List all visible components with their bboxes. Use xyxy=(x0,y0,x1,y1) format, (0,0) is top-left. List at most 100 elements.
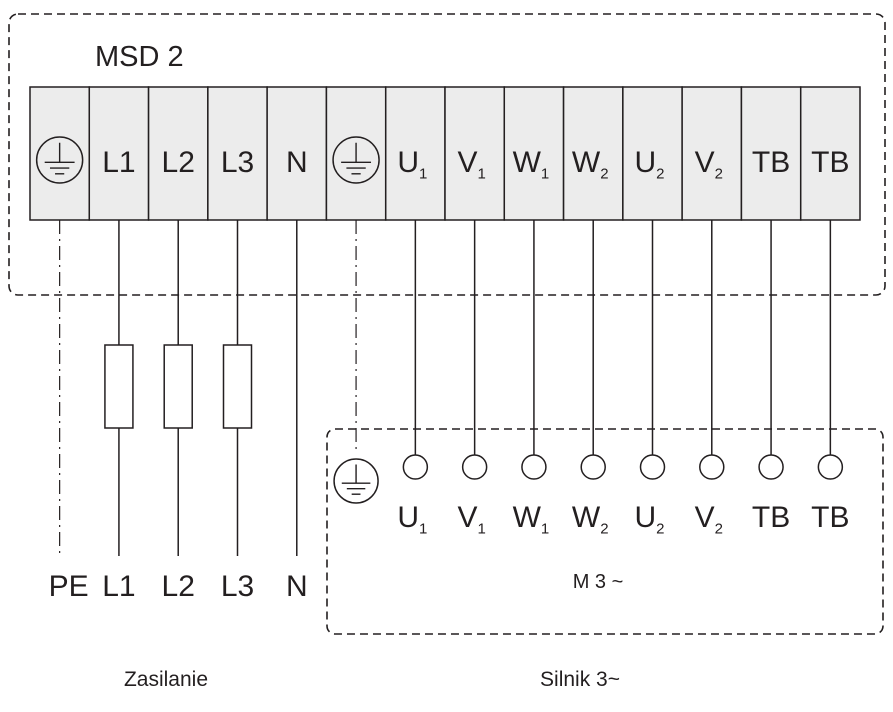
terminal-label: TB xyxy=(811,146,849,179)
motor-terminal-connector xyxy=(402,454,429,480)
terminal-cell xyxy=(799,86,861,221)
label-main: V xyxy=(457,146,477,179)
motor-terminal-label: V2 xyxy=(695,501,723,538)
supply-caption: Zasilanie xyxy=(124,668,208,691)
label-main: V xyxy=(695,501,715,534)
motor-terminal-label: W2 xyxy=(572,501,609,538)
motor-terminal-connector xyxy=(639,454,666,480)
terminal-label: L2 xyxy=(162,146,195,179)
motor-terminal-label: V1 xyxy=(457,501,485,538)
label-main: TB xyxy=(752,146,790,179)
motor-terminal-connector xyxy=(521,454,547,480)
label-subscript: 2 xyxy=(715,166,723,183)
label-main: TB xyxy=(811,501,849,534)
label-main: U xyxy=(397,146,419,179)
motor-terminal-label: TB xyxy=(752,501,790,534)
terminal-cell xyxy=(444,86,506,221)
label-subscript: 1 xyxy=(541,166,549,183)
motor-terminal-label: U1 xyxy=(397,501,427,538)
label-main: W xyxy=(572,146,601,179)
label-main: TB xyxy=(811,146,849,179)
label-subscript: 1 xyxy=(541,521,549,538)
fuse xyxy=(222,344,253,429)
label-main: V xyxy=(695,146,715,179)
label-subscript: 2 xyxy=(715,521,723,538)
terminal-label: V2 xyxy=(695,146,723,183)
terminal-v2: V2 xyxy=(681,86,743,221)
terminal-label: L3 xyxy=(221,146,254,179)
terminal-label: W2 xyxy=(572,146,609,183)
terminal-u1: U1 xyxy=(384,86,446,221)
motor-title: M 3 ~ xyxy=(573,571,624,593)
terminal-ground xyxy=(29,86,91,221)
terminal-cell xyxy=(740,86,802,221)
motor-terminal-connector xyxy=(758,454,784,480)
label-main: U xyxy=(397,501,419,534)
motor-terminal-connector xyxy=(699,454,725,480)
wires xyxy=(59,220,832,556)
ground-circle xyxy=(333,458,379,504)
motor-terminal-label: W1 xyxy=(513,501,550,538)
terminal-l3: L3 xyxy=(207,86,268,221)
label-subscript: 2 xyxy=(600,521,608,538)
terminal-label: U2 xyxy=(634,146,664,183)
terminal-label: W1 xyxy=(513,146,550,183)
label-subscript: 1 xyxy=(419,521,427,538)
terminal-u2: U2 xyxy=(622,86,683,221)
label-main: U xyxy=(634,146,656,179)
ground-circle xyxy=(35,136,84,184)
ground-icon xyxy=(332,136,380,184)
terminal-cell xyxy=(681,86,743,221)
controller-title: MSD 2 xyxy=(95,41,184,73)
label-main: V xyxy=(457,501,477,534)
supply-label-l3: L3 xyxy=(221,570,254,603)
motor-terminal-label: TB xyxy=(811,501,849,534)
fuse xyxy=(104,344,134,429)
motor-terminal-connector xyxy=(461,454,488,480)
terminal-tb: TB xyxy=(740,86,802,221)
label-subscript: 2 xyxy=(600,166,608,183)
terminal-label: N xyxy=(286,146,308,179)
terminal-label: TB xyxy=(752,146,790,179)
terminal-label: U1 xyxy=(397,146,427,183)
terminal-cell xyxy=(147,86,209,221)
label-main: W xyxy=(513,146,542,179)
supply-label-l2: L2 xyxy=(162,570,195,603)
terminal-tb: TB xyxy=(799,86,861,221)
label-subscript: 2 xyxy=(656,521,664,538)
fuse xyxy=(163,344,193,429)
label-subscript: 1 xyxy=(419,166,427,183)
terminal-n: N xyxy=(266,86,328,221)
supply-label-l1: L1 xyxy=(102,570,135,603)
label-main: L1 xyxy=(102,146,135,179)
controller-enclosure xyxy=(8,13,886,296)
label-main: L2 xyxy=(162,146,195,179)
terminal-ground xyxy=(325,86,387,221)
supply-labels: PE L1 L2 L3 N xyxy=(49,570,308,603)
terminal-w2: W2 xyxy=(562,86,624,221)
terminal-cell xyxy=(384,86,446,221)
motor-caption: Silnik 3~ xyxy=(540,668,620,691)
ground-icon xyxy=(333,458,379,504)
terminal-w1: W1 xyxy=(503,86,565,221)
label-subscript: 1 xyxy=(477,521,485,538)
supply-label-n: N xyxy=(286,570,308,603)
terminal-v1: V1 xyxy=(444,86,506,221)
terminal-l1: L1 xyxy=(88,86,150,221)
motor-terminal-label: U2 xyxy=(634,501,664,538)
label-main: N xyxy=(286,146,308,179)
label-main: U xyxy=(634,501,656,534)
label-subscript: 1 xyxy=(477,166,485,183)
label-subscript: 2 xyxy=(656,166,664,183)
terminal-label: V1 xyxy=(457,146,485,183)
terminal-cell xyxy=(88,86,150,221)
motor-terminal-connector xyxy=(580,454,606,480)
terminal-cell xyxy=(503,86,565,221)
label-main: TB xyxy=(752,501,790,534)
terminal-cell xyxy=(266,86,328,221)
terminal-l2: L2 xyxy=(147,86,209,221)
supply-label-pe: PE xyxy=(49,570,89,603)
terminal-label: L1 xyxy=(102,146,135,179)
